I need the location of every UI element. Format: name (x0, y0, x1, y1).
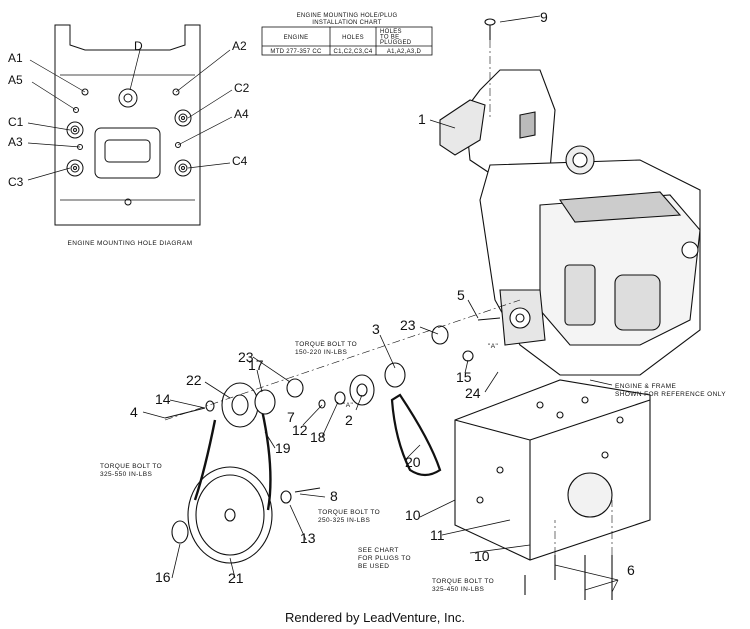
chart-title-line1: ENGINE MOUNTING HOLE/PLUG (297, 13, 398, 19)
callout-5: 5 (457, 287, 465, 303)
hole-label-c1: C1 (8, 115, 24, 129)
note-torque-325-450-2: 325-450 IN-LBS (432, 586, 484, 593)
note-see-chart-1: SEE CHART (358, 547, 399, 554)
table-cell-plugged: A1,A2,A3,D (387, 49, 422, 55)
callout-19: 19 (275, 440, 291, 456)
callout-1: 1 (418, 111, 426, 127)
hole-diagram-leaders (27, 49, 233, 181)
callout-20: 20 (405, 454, 421, 470)
callout-23-b: 23 (400, 317, 416, 333)
note-see-chart-2: FOR PLUGS TO (358, 555, 411, 562)
hole-labels: A1 A5 C1 A3 C3 D A2 C2 A4 C4 (8, 39, 250, 189)
table-header-holes: HOLES (342, 35, 364, 41)
callout-leaders (142, 15, 619, 593)
callout-3: 3 (372, 321, 380, 337)
callout-10-b: 10 (474, 548, 490, 564)
callout-23-a: 23 (238, 349, 254, 365)
callout-9: 9 (540, 9, 548, 25)
footer-credit: Rendered by LeadVenture, Inc. (285, 610, 465, 625)
note-engine-frame-1: ENGINE & FRAME (615, 383, 676, 390)
hole-label-a4: A4 (234, 107, 249, 121)
callout-18: 18 (310, 429, 326, 445)
chart-title-line2: INSTALLATION CHART (312, 20, 381, 26)
callout-10-a: 10 (405, 507, 421, 523)
note-a-mark-1: "A" (343, 402, 353, 409)
note-torque-250-2: 250-325 IN-LBS (318, 517, 370, 524)
callout-6: 6 (627, 562, 635, 578)
installation-chart-table (261, 26, 433, 56)
note-engine-frame-2: SHOWN FOR REFERENCE ONLY (615, 391, 726, 398)
pulley-assembly (164, 18, 613, 600)
note-torque-250-1: TORQUE BOLT TO (318, 509, 380, 516)
table-header-engine: ENGINE (284, 35, 309, 41)
callout-2: 2 (345, 412, 353, 428)
callout-14: 14 (155, 391, 171, 407)
callout-24: 24 (465, 385, 481, 401)
table-header-holes-plugged-1: HOLES (380, 29, 402, 35)
hole-label-a2: A2 (232, 39, 247, 53)
callout-12: 12 (292, 422, 308, 438)
frame-illustration (454, 379, 651, 561)
hole-label-c2: C2 (234, 81, 250, 95)
callout-15: 15 (456, 369, 472, 385)
note-see-chart-3: BE USED (358, 563, 389, 570)
callout-22: 22 (186, 372, 202, 388)
callout-8: 8 (330, 488, 338, 504)
callout-numbers: 1 2 3 4 5 6 7 8 9 10 10 11 12 13 14 15 1… (130, 9, 635, 586)
hole-label-a3: A3 (8, 135, 23, 149)
hole-label-a5: A5 (8, 73, 23, 87)
table-cell-engine: MTD 277-357 CC (270, 49, 322, 55)
callout-11: 11 (430, 527, 445, 543)
centerlines (164, 40, 613, 555)
callout-21: 21 (228, 570, 244, 586)
note-torque-325-450-1: TORQUE BOLT TO (432, 578, 494, 585)
hole-label-c4: C4 (232, 154, 248, 168)
note-torque-150-2: 150-220 IN-LBS (295, 349, 347, 356)
callout-7: 7 (287, 409, 295, 425)
note-torque-150-1: TORQUE BOLT TO (295, 341, 357, 348)
callout-4: 4 (130, 404, 138, 420)
table-header-holes-plugged-3: PLUGGED (380, 40, 412, 46)
callout-16: 16 (155, 569, 171, 585)
hole-label-c3: C3 (8, 175, 24, 189)
table-cell-holes: C1,C2,C3,C4 (334, 49, 373, 55)
note-torque-325-550-2: 325-550 IN-LBS (100, 471, 152, 478)
note-torque-325-550-1: TORQUE BOLT TO (100, 463, 162, 470)
hole-label-a1: A1 (8, 51, 23, 65)
notes: TORQUE BOLT TO 150-220 IN-LBS TORQUE BOL… (100, 341, 726, 593)
hole-diagram-caption: ENGINE MOUNTING HOLE DIAGRAM (68, 240, 193, 247)
table-header-holes-plugged-2: TO BE (380, 35, 399, 41)
engine-mounting-hole-diagram (54, 24, 201, 226)
callout-13: 13 (300, 530, 316, 546)
hole-label-d: D (134, 39, 143, 53)
note-a-mark-2: "A" (488, 343, 498, 350)
engine-illustration (439, 69, 701, 376)
callout-17: 17 (248, 357, 264, 373)
